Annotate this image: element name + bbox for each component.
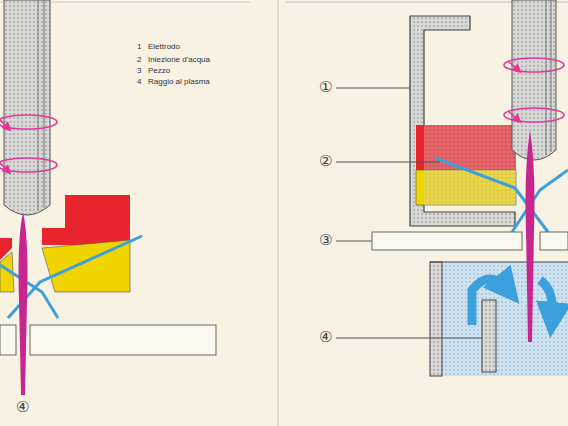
legend-number: 2 [137,56,141,64]
legend-number: 3 [137,67,141,75]
legend-text: Raggio al plasma [148,78,210,86]
legend-text: Elettrodo [148,43,180,51]
legend-number: 1 [137,43,141,51]
callout-number: ④ [318,330,333,345]
callout-number: ③ [318,233,333,248]
callout-number: ① [318,80,333,95]
callout-number: ④ [15,400,30,415]
callout-number: ② [318,154,333,169]
legend-text: Pezzo [148,67,170,75]
legend-text: Iniezione d'acqua [148,56,210,64]
legend-number: 4 [137,78,141,86]
